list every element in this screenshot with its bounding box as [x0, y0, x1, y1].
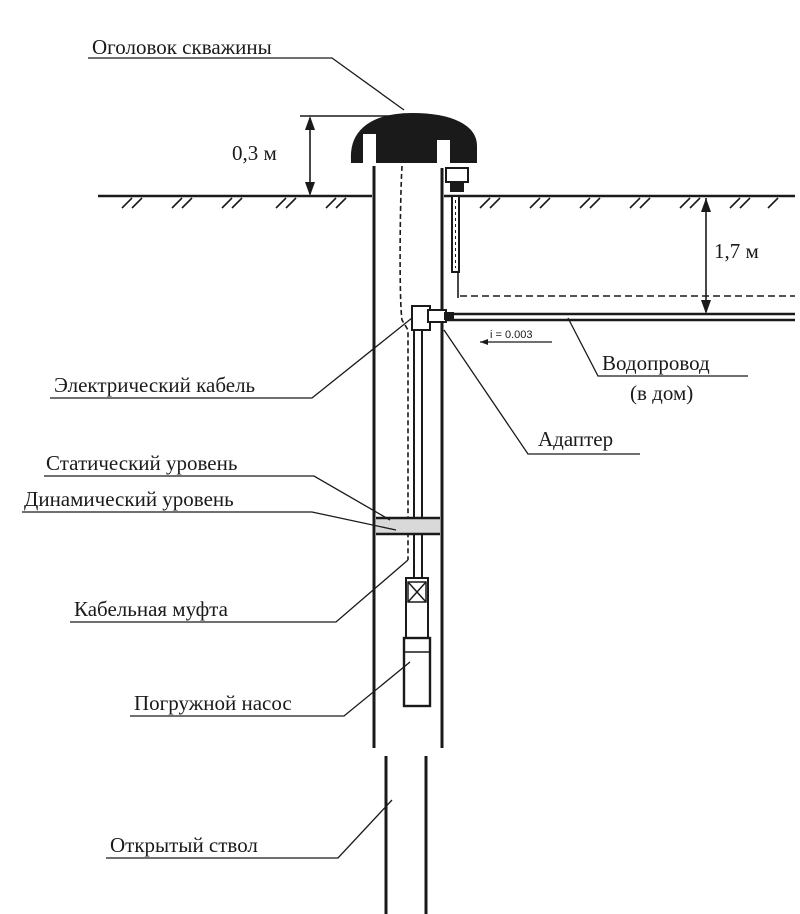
cable-conduit: [451, 195, 460, 273]
label-cable-sleeve: Кабельная муфта: [74, 597, 229, 621]
adapter-fitting: [411, 305, 454, 331]
label-static-level: Статический уровень: [46, 451, 237, 475]
label-electric-cable: Электрический кабель: [54, 373, 255, 397]
water-pipe: [442, 272, 795, 322]
label-adapter: Адаптер: [538, 427, 613, 451]
slope-label: i = 0.003: [490, 329, 533, 341]
well-casing: [372, 140, 444, 748]
label-dynamic-level: Динамический уровень: [24, 487, 234, 511]
label-wellhead: Оголовок скважины: [92, 35, 272, 59]
wellhead-cap: [350, 112, 477, 192]
dimension-height-above-ground: [300, 115, 410, 196]
label-pipe-depth: 1,7 м: [714, 239, 759, 263]
submersible-pump: [402, 577, 432, 708]
label-submersible-pump: Погружной насос: [134, 691, 292, 715]
label-height-above: 0,3 м: [232, 141, 277, 165]
label-water-pipe: Водопровод: [602, 351, 710, 375]
drop-pipe: [413, 330, 423, 578]
dimension-pipe-depth: [701, 198, 711, 314]
open-hole-walls: [384, 756, 428, 914]
ground-surface: [98, 194, 795, 209]
label-open-hole: Открытый ствол: [110, 833, 258, 857]
leader-lines: [22, 57, 748, 859]
slope-marker: i = 0.003: [480, 329, 552, 345]
label-water-pipe-house: (в дом): [630, 381, 693, 405]
electric-cable-line: [399, 165, 409, 560]
water-level-band: [376, 516, 440, 536]
